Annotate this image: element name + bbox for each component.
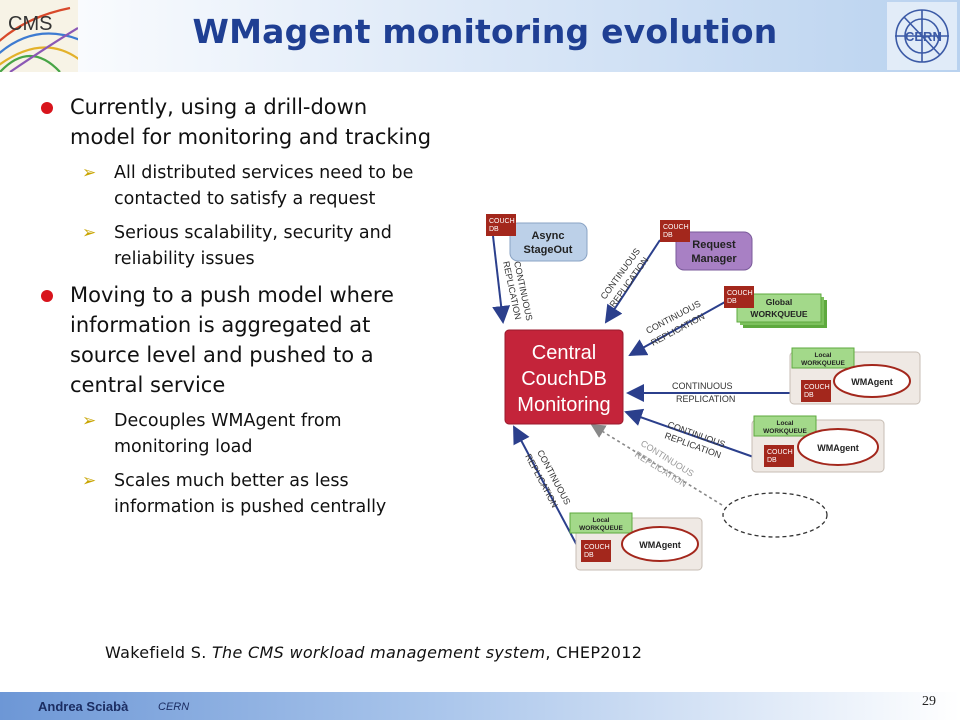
couchdb-name-label: CouchDB xyxy=(521,368,607,390)
citation-author: Wakefield S. xyxy=(105,643,207,662)
arrow-right-icon: ➢ xyxy=(82,223,97,243)
wmagent-node: Local WORKQUEUE WMAgent COUCH DB xyxy=(569,512,703,571)
couchdb-label: COUCH xyxy=(489,218,515,225)
global-workqueue-node: Global WORKQUEUE COUCH DB xyxy=(724,286,827,328)
page-number: 29 xyxy=(922,694,936,709)
cms-logo: CMS xyxy=(0,0,78,72)
async-label: Async xyxy=(531,230,564,242)
footer-bar xyxy=(0,692,960,720)
sub-bullet-item: ➢ Decouples WMAgent from monitoring load xyxy=(70,408,490,460)
citation-title: The CMS workload management system xyxy=(211,643,546,662)
arrow-right-icon: ➢ xyxy=(82,411,97,431)
wmagent-node: Local WORKQUEUE WMAgent COUCH DB xyxy=(751,415,885,473)
workqueue-label: WORKQUEUE xyxy=(763,428,807,435)
cms-logo-text: CMS xyxy=(8,13,52,35)
couchdb-label: DB xyxy=(727,298,737,305)
couchdb-label: COUCH xyxy=(767,449,793,456)
wmagent-label: WMAgent xyxy=(639,540,681,550)
request-label: Request xyxy=(692,239,736,251)
sub-bullet-item: ➢ All distributed services need to be co… xyxy=(70,160,490,212)
cern-logo-text: CERN xyxy=(905,29,942,44)
replication-arrow xyxy=(604,239,661,324)
bullet-dot-icon xyxy=(41,102,53,114)
monitoring-label: Monitoring xyxy=(517,394,610,416)
replication-label: REPLICATION xyxy=(676,394,735,404)
couchdb-label: COUCH xyxy=(804,384,830,391)
bullet-text: Currently, using a drill-down model for … xyxy=(70,95,432,149)
architecture-diagram: CONTINUOUS REPLICATION CONTINUOUS REPLIC… xyxy=(486,214,921,571)
citation: Wakefield S. The CMS workload management… xyxy=(105,643,642,662)
cern-logo: CERN xyxy=(887,2,957,70)
stageout-label: StageOut xyxy=(524,244,573,256)
replication-arrow xyxy=(624,408,763,461)
arrow-right-icon: ➢ xyxy=(82,163,97,183)
couchdb-label: DB xyxy=(584,552,594,559)
page-title: WMagent monitoring evolution xyxy=(192,12,778,51)
workqueue-label: WORKQUEUE xyxy=(801,360,845,367)
couchdb-label: DB xyxy=(489,226,499,233)
local-label: Local xyxy=(815,352,832,359)
sub-bullet-text: Scales much better as less information i… xyxy=(114,471,387,517)
replication-arrow xyxy=(628,301,726,356)
couchdb-label: COUCH xyxy=(584,544,610,551)
bullet-item: Moving to a push model where information… xyxy=(40,280,490,400)
future-agent-placeholder xyxy=(722,492,828,538)
wmagent-label: WMAgent xyxy=(817,443,859,453)
replication-label: CONTINUOUS xyxy=(672,381,733,391)
future-replication-arrow xyxy=(590,424,723,506)
request-manager-node: Request Manager COUCH DB xyxy=(660,220,753,271)
central-couchdb-node: Central CouchDB Monitoring xyxy=(504,329,624,425)
footer-affiliation: CERN xyxy=(158,701,190,713)
manager-label: Manager xyxy=(691,253,737,265)
sub-bullet-text: Decouples WMAgent from monitoring load xyxy=(114,411,342,457)
footer-author: Andrea Sciabà xyxy=(38,699,129,714)
local-label: Local xyxy=(777,420,794,427)
central-label: Central xyxy=(532,342,596,364)
local-label: Local xyxy=(593,517,610,524)
sub-bullet-text: Serious scalability, security and reliab… xyxy=(114,223,392,269)
sub-bullet-item: ➢ Scales much better as less information… xyxy=(70,468,490,520)
bullet-text: Moving to a push model where information… xyxy=(70,283,394,397)
arrow-right-icon: ➢ xyxy=(82,471,97,491)
sub-bullet-item: ➢ Serious scalability, security and reli… xyxy=(70,220,490,272)
bullet-list: Currently, using a drill-down model for … xyxy=(40,92,490,528)
global-label: Global xyxy=(766,297,792,307)
couchdb-label: DB xyxy=(663,232,673,239)
couchdb-label: DB xyxy=(804,392,814,399)
workqueue-label: WORKQUEUE xyxy=(579,525,623,532)
bullet-dot-icon xyxy=(41,290,53,302)
replication-arrow xyxy=(492,235,511,324)
bullet-item: Currently, using a drill-down model for … xyxy=(40,92,490,152)
couchdb-label: COUCH xyxy=(727,290,753,297)
async-stageout-node: Async StageOut COUCH DB xyxy=(486,214,588,262)
citation-venue: , CHEP2012 xyxy=(545,643,643,662)
wmagent-node: Local WORKQUEUE WMAgent COUCH DB xyxy=(789,347,921,405)
wmagent-label: WMAgent xyxy=(851,377,893,387)
couchdb-label: COUCH xyxy=(663,224,689,231)
workqueue-label: WORKQUEUE xyxy=(750,309,807,319)
couchdb-label: DB xyxy=(767,457,777,464)
header-bar xyxy=(0,0,960,72)
sub-bullet-text: All distributed services need to be cont… xyxy=(114,163,414,209)
